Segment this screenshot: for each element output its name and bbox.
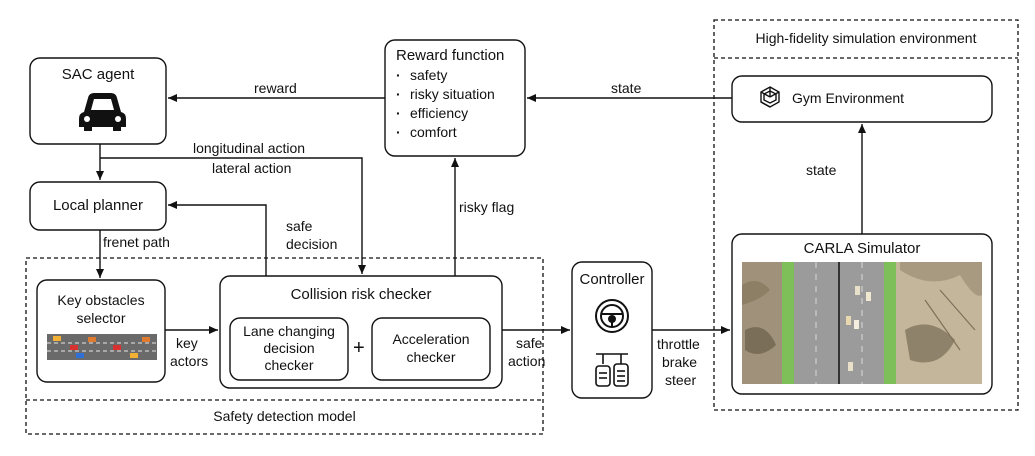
local-planner-box [29,181,167,231]
hf-env-title: High-fidelity simulation environment [755,30,977,46]
hf-env-container [713,19,1019,411]
carla-simulator-label: CARLA Simulator [803,240,921,257]
reward-function-title: Reward function [396,47,505,64]
reward-item-comfort: comfort [396,123,495,142]
edge-label-decision: decision [286,236,338,252]
edge-label-brake: brake [662,354,698,370]
sac-agent-label: SAC agent [61,66,135,83]
edge-label-actors: actors [170,353,209,369]
gym-environment-box [731,75,993,123]
gym-environment-label: Gym Environment [792,90,905,106]
lane-changing-line1: Lane changing [243,323,335,339]
local-planner-label: Local planner [52,197,144,214]
key-obstacles-label-1: Key obstacles [57,292,145,308]
car-icon [79,93,126,131]
edge-label-frenet-path: frenet path [103,234,170,250]
steering-wheel-icon [595,299,629,333]
edge-label-reward: reward [254,80,297,96]
lane-changing-line2: decision [263,340,315,356]
acceleration-line1: Acceleration [392,331,470,347]
acceleration-line2: checker [406,349,456,365]
edge-label-key: key [176,335,198,351]
controller-label: Controller [579,271,645,288]
carla-aerial-image [742,262,982,384]
edge-label-steer: steer [665,372,697,388]
safety-model-title: Safety detection model [213,408,356,424]
edge-label-risky-flag: risky flag [459,199,515,215]
reward-item-safety: safety [396,66,495,85]
acceleration-box [371,317,491,381]
reward-function-list: safety risky situation efficiency comfor… [396,66,495,142]
edge-label-throttle: throttle [657,336,700,352]
edge-label-safe: safe [286,218,313,234]
edge-label-safe-action-1: safe [516,335,543,351]
lane-changing-line3: checker [264,357,314,373]
reward-item-efficiency: efficiency [396,104,495,123]
pedals-icon [595,353,629,387]
safety-model-container [25,257,544,435]
edge-action-to-collision [100,157,366,274]
gym-logo-icon [760,86,780,108]
reward-item-risky-situation: risky situation [396,85,495,104]
edge-label-lateral-action: lateral action [212,160,292,176]
edge-safe-decision [168,201,267,276]
edge-label-state-top: state [611,80,642,96]
plus-sign: + [353,337,365,359]
edge-label-safe-action-2: action [508,353,546,369]
edge-label-longitudinal-action: longitudinal action [193,140,306,156]
edge-label-state-right: state [806,162,837,178]
key-obstacles-label-2: selector [76,310,126,326]
lane-changing-box [229,317,349,381]
collision-risk-title: Collision risk checker [290,286,432,303]
road-scene-image [47,334,157,360]
